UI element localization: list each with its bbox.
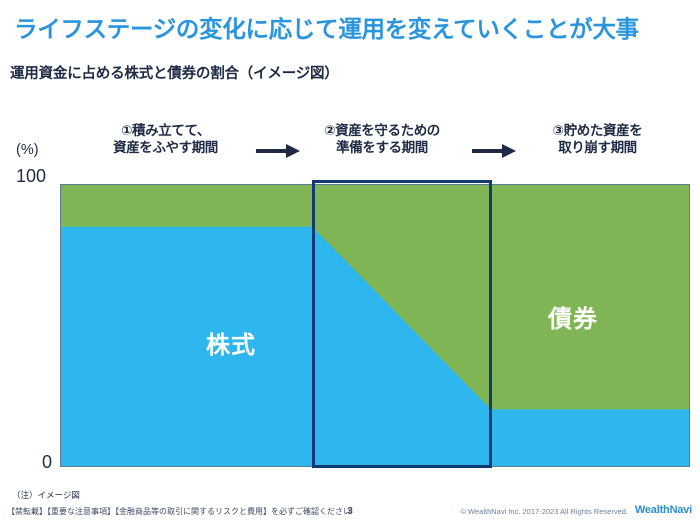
phase-2-highlight-box — [312, 180, 492, 468]
series-label-equity: 株式 — [206, 332, 256, 359]
phase-label-2: ②資産を守るための準備をする期間 — [324, 123, 440, 156]
brand-logo: WealthNavi — [634, 504, 692, 516]
right-arrow-icon — [256, 144, 300, 158]
phase-label-row: ①積み立てて、資産をふやす期間 ②資産を守るための準備をする期間 ③貯めた資産を… — [60, 118, 700, 172]
y-axis-tick-100: 100 — [16, 166, 47, 186]
page-number: 3 — [347, 506, 353, 517]
figure-note: （注）イメージ図 — [12, 490, 80, 500]
legal-disclaimer: 【禁転載】【重要な注意事項】【金融商品等の取引に関するリスクと費用】を必ずご確認… — [7, 507, 351, 516]
equity-area-shape — [61, 226, 689, 466]
y-axis-tick-0: 0 — [42, 452, 53, 472]
allocation-area-chart: 株式 債券 — [60, 184, 690, 467]
right-arrow-icon — [472, 144, 516, 158]
page-title: ライフステージの変化に応じて運用を変えていくことが大事 — [14, 16, 639, 42]
phase-label-3: ③貯めた資産を取り崩す期間 — [552, 123, 643, 156]
y-axis-unit-label: (%) — [16, 142, 39, 158]
copyright-notice: © WealthNavi Inc. 2017-2023 All Rights R… — [460, 507, 628, 516]
page-subtitle: 運用資金に占める株式と債券の割合（イメージ図） — [10, 66, 339, 82]
series-label-bond: 債券 — [548, 306, 598, 333]
phase-label-1: ①積み立てて、資産をふやす期間 — [113, 123, 218, 156]
